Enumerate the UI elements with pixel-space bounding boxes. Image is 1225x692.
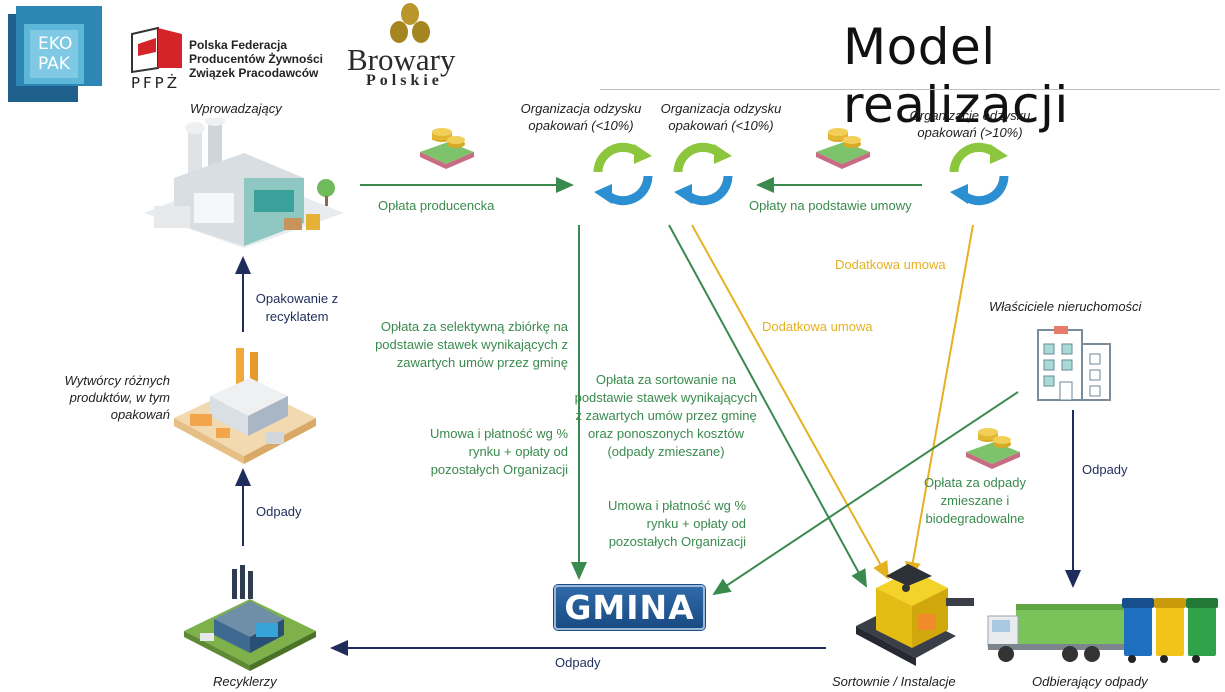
label-org-1: Organizacja odzysku opakowań (<10%) bbox=[520, 101, 642, 133]
label-sortownie: Sortownie / Instalacje bbox=[832, 674, 956, 689]
label-odpady-bottom: Odpady bbox=[555, 655, 601, 670]
gmina-badge: GMINA bbox=[554, 585, 705, 630]
label-umowa-2: Umowa i płatność wg % rynku + opłaty od … bbox=[608, 498, 746, 549]
arrow-dodatkowa-2 bbox=[904, 224, 974, 580]
label-opakowanie-recyklat: Opakowanie z recyklatem bbox=[255, 291, 339, 324]
sorting-machine-icon bbox=[846, 556, 976, 677]
title-divider bbox=[600, 89, 1220, 90]
pfpz-line-2: Producentów Żywności bbox=[189, 52, 324, 66]
label-dodatkowa-1: Dodatkowa umowa bbox=[835, 257, 946, 272]
pfpz-logo-icon bbox=[128, 24, 186, 74]
pfpz-name: Polska Federacja Producentów Żywności Zw… bbox=[189, 38, 323, 80]
page-title: Model realizacji bbox=[843, 18, 1069, 134]
label-odbierajacy: Odbierający odpady bbox=[1032, 674, 1148, 689]
polskie-logo-text: Polskie bbox=[366, 72, 443, 89]
label-selektywna: Opłata za selektywną zbiórkę na podstawi… bbox=[375, 319, 568, 370]
recycling-bins-icon bbox=[1122, 592, 1222, 669]
browary-logo-text: Browary bbox=[347, 42, 456, 77]
label-sortowanie: Opłata za sortowanie na podstawie stawek… bbox=[574, 372, 758, 459]
garbage-truck-icon bbox=[986, 596, 1126, 671]
pfpz-line-3: Związek Pracodawców bbox=[189, 66, 319, 80]
label-recyklerzy: Recyklerzy bbox=[213, 674, 277, 689]
label-wlasciciele: Właściciele nieruchomości bbox=[989, 299, 1142, 314]
ekopak-eko-text: EKO bbox=[38, 34, 73, 54]
money-icon-2 bbox=[812, 124, 874, 175]
hops-icon bbox=[388, 2, 432, 46]
pfpz-line-1: Polska Federacja bbox=[189, 38, 288, 52]
label-dodatkowa-2: Dodatkowa umowa bbox=[762, 319, 873, 334]
label-org-2: Organizacja odzysku opakowań (<10%) bbox=[660, 101, 782, 133]
label-oplaty-umowy: Opłaty na podstawie umowy bbox=[749, 198, 912, 213]
label-umowa-1: Umowa i płatność wg % rynku + opłaty od … bbox=[430, 426, 568, 477]
label-org-3: Organizacje odzysku opakowań (>10%) bbox=[909, 108, 1031, 140]
pfpz-abbr: PFPŻ bbox=[131, 74, 180, 92]
recycle-icon-org-2 bbox=[670, 142, 736, 211]
arrow-wlasciciele-gmina bbox=[712, 391, 1019, 596]
arrow-org-sortownie bbox=[668, 224, 867, 588]
money-icon-1 bbox=[416, 124, 478, 175]
money-icon-3 bbox=[962, 424, 1024, 475]
recycler-icon bbox=[180, 565, 320, 678]
ekopak-pak-text: PAK bbox=[38, 54, 70, 74]
label-wprowadzajacy: Wprowadzający bbox=[190, 101, 282, 116]
label-oplata-producencka: Opłata producencka bbox=[378, 198, 495, 213]
building-icon bbox=[1034, 326, 1114, 407]
ekopak-logo: EKO PAK bbox=[8, 6, 102, 104]
arrow-dodatkowa-1 bbox=[691, 224, 889, 580]
label-odpady-left: Odpady bbox=[256, 504, 302, 519]
recycle-icon-org-1 bbox=[590, 142, 656, 211]
manufacturer-icon bbox=[170, 340, 320, 473]
recycle-icon-org-3 bbox=[946, 142, 1012, 211]
label-wytworcy: Wytwórcy różnych produktów, w tym opakow… bbox=[64, 373, 170, 422]
label-odpady-right: Odpady bbox=[1082, 462, 1128, 477]
factory-icon bbox=[134, 116, 348, 255]
label-zmieszane: Opłata za odpady zmieszane i biodegradow… bbox=[924, 475, 1026, 526]
